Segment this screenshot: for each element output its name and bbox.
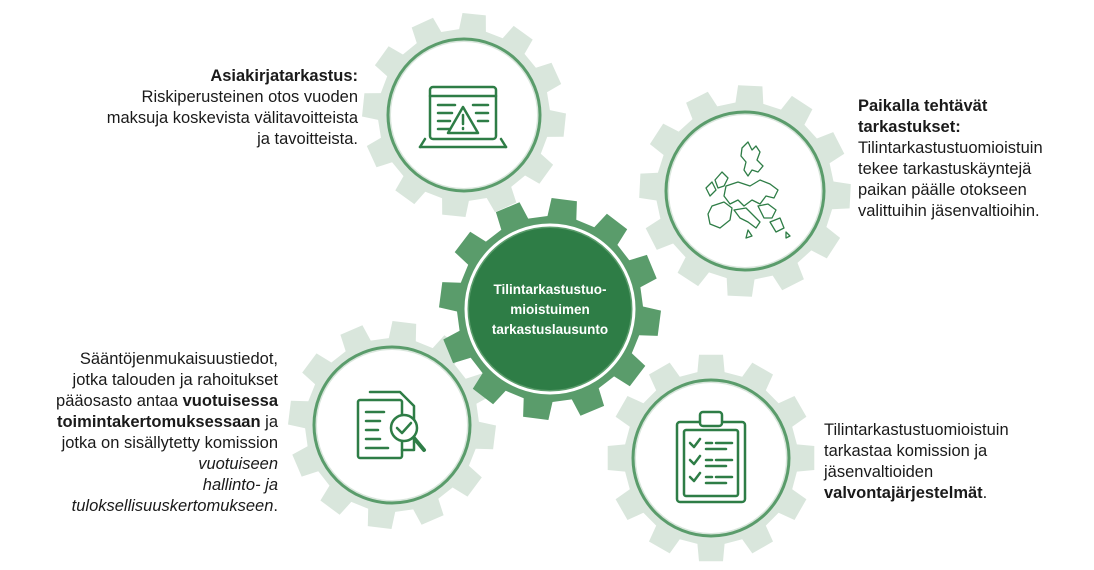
europe-map-icon xyxy=(705,141,791,239)
bottom-left-line6: vuotuiseen xyxy=(198,455,278,473)
gear-br-hub xyxy=(636,383,786,533)
center-label-line3: tarkastuslausunto xyxy=(491,322,609,337)
gear-tr-ring xyxy=(664,110,826,272)
top-left-title: Asiakirjatarkastus: xyxy=(210,67,358,85)
bottom-left-line2: jotka talouden ja rahoitukset xyxy=(72,371,278,389)
top-right-line1: Tilintarkastustuomioistuin xyxy=(858,139,1043,157)
bottom-left-line1: Sääntöjenmukaisuustiedot, xyxy=(79,350,278,368)
bottom-right-line1: Tilintarkastustuomioistuin xyxy=(824,421,1009,439)
top-left-caption: Asiakirjatarkastus: Riskiperusteinen oto… xyxy=(38,66,358,150)
bottom-left-line7: hallinto- ja xyxy=(202,476,278,494)
bottom-right-line2: tarkastaa komission ja xyxy=(824,442,988,460)
bottom-left-line8-italic: tuloksellisuuskertomukseen xyxy=(71,497,274,515)
top-left-line3: ja tavoitteista. xyxy=(257,130,358,148)
bottom-right-caption: Tilintarkastustuomioistuin tarkastaa kom… xyxy=(824,420,1084,504)
bottom-left-line3-bold: vuotuisessa xyxy=(182,392,278,410)
top-right-title-line2: tarkastukset: xyxy=(858,118,961,136)
center-label-line2: mioistuimen xyxy=(510,302,590,317)
gear-c-hub xyxy=(469,228,631,390)
gear-top-right xyxy=(639,85,851,297)
bottom-left-caption: Sääntöjenmukaisuustiedot, jotka talouden… xyxy=(4,349,278,517)
center-label-line1: Tilintarkastustuo- xyxy=(493,282,607,297)
top-right-line2: tekee tarkastuskäyntejä xyxy=(858,160,1032,178)
gear-center xyxy=(439,198,661,420)
document-search-icon xyxy=(356,390,426,460)
top-right-title-line1: Paikalla tehtävät xyxy=(858,97,988,115)
bottom-right-line4-text: . xyxy=(982,484,988,502)
top-left-line1: Riskiperusteinen otos vuoden xyxy=(141,88,358,106)
center-gear-label: Tilintarkastustuo- mioistuimen tarkastus… xyxy=(470,280,630,340)
bottom-right-line4-bold: valvontajärjestelmät xyxy=(824,484,983,502)
top-left-line2: maksuja koskevista välitavoitteista xyxy=(106,109,358,127)
gear-c-ring xyxy=(464,223,636,395)
top-right-line3: paikan päälle otokseen xyxy=(858,181,1027,199)
bottom-left-line4-bold: toimintakertomuksessaan xyxy=(56,413,261,431)
bottom-left-line5: jotka on sisällytetty komission xyxy=(61,434,278,452)
gear-tr-hub xyxy=(669,115,821,267)
checklist-clipboard-icon xyxy=(675,410,747,504)
gear-bottom-right xyxy=(607,354,815,562)
bottom-left-line3-text: pääosasto antaa xyxy=(56,392,183,410)
gear-tl-ring xyxy=(386,37,542,193)
bottom-left-line4-text: ja xyxy=(260,413,278,431)
bottom-right-line3: jäsenvaltioiden xyxy=(824,463,934,481)
top-right-caption: Paikalla tehtävät tarkastukset: Tilintar… xyxy=(858,96,1090,222)
bottom-left-line8-text: . xyxy=(273,497,278,515)
top-right-line4: valittuihin jäsenvaltioihin. xyxy=(858,202,1040,220)
gear-bl-ring xyxy=(312,345,472,505)
gear-br-ring xyxy=(631,378,791,538)
document-warning-icon xyxy=(418,85,508,149)
